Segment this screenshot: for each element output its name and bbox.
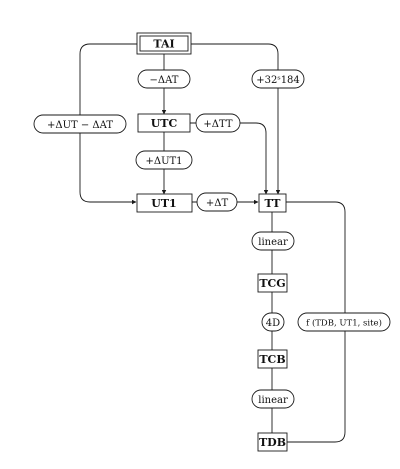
svg-text:+ΔUT1: +ΔUT1 (145, 156, 182, 167)
svg-text:+ΔTT: +ΔTT (203, 119, 232, 130)
connectors (79, 43, 346, 443)
node-tcg: TCG (257, 273, 288, 293)
label-f-tdb-ut1-site: f (TDB, UT1, site) (297, 312, 391, 332)
svg-text:linear: linear (258, 237, 288, 248)
label-linear-2: linear (251, 389, 295, 409)
label-plus-32-184: +32ˢ184 (251, 69, 305, 89)
node-utc: UTC (137, 113, 191, 133)
node-tcg-label: TCG (259, 277, 285, 290)
node-tcb: TCB (257, 349, 288, 369)
svg-text:f (TDB, UT1, site): f (TDB, UT1, site) (306, 318, 382, 329)
label-4d: 4D (261, 312, 285, 332)
node-ut1-label: UT1 (151, 197, 176, 210)
svg-text:+32ˢ184: +32ˢ184 (256, 75, 300, 86)
node-tai: TAI (136, 32, 192, 55)
svg-text:+ΔUT − ΔAT: +ΔUT − ΔAT (47, 120, 113, 131)
label-linear-1: linear (251, 231, 295, 251)
node-utc-label: UTC (151, 117, 178, 130)
node-tcb-label: TCB (259, 353, 285, 366)
label-minus-delta-at: −ΔAT (137, 69, 191, 89)
svg-text:+ΔT: +ΔT (206, 198, 229, 209)
label-plus-delta-ut1: +ΔUT1 (135, 150, 193, 170)
nodes: TAI UTC UT1 TT TCG TCB TDB (136, 32, 288, 452)
label-plus-delta-t: +ΔT (196, 192, 238, 212)
node-tdb-label: TDB (259, 436, 286, 449)
svg-text:linear: linear (258, 395, 288, 406)
node-tt: TT (258, 193, 287, 213)
node-tdb: TDB (257, 432, 288, 452)
node-ut1: UT1 (136, 193, 193, 213)
node-tt-label: TT (265, 197, 282, 210)
connector-tai-tt (190, 43, 281, 195)
svg-text:−ΔAT: −ΔAT (150, 75, 179, 86)
svg-text:4D: 4D (266, 318, 280, 329)
connector-utc-tt (190, 122, 269, 195)
labels: −ΔAT +32ˢ184 +ΔUT − ΔAT +ΔTT +ΔUT1 +ΔT l… (33, 69, 391, 409)
label-plus-delta-tt: +ΔTT (195, 113, 241, 133)
label-plus-delta-ut-minus-delta-at: +ΔUT − ΔAT (33, 114, 127, 134)
node-tai-label: TAI (153, 38, 174, 51)
